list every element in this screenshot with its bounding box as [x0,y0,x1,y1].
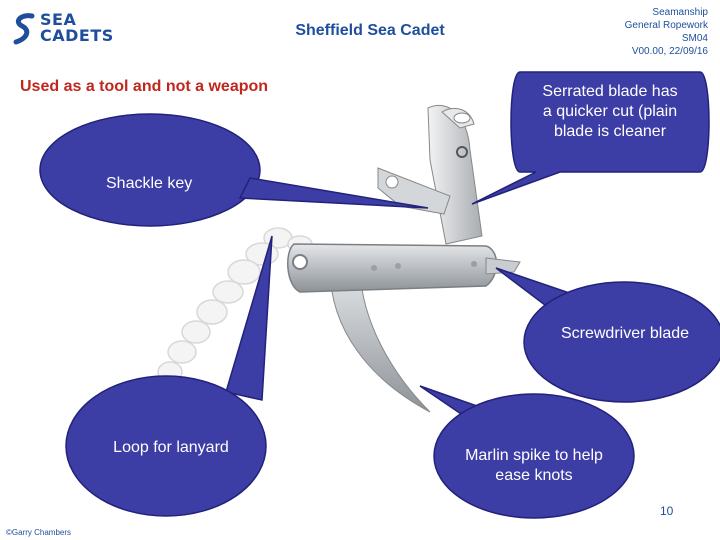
callout-loop-text: Loop for lanyard [113,439,229,456]
meta-line: General Ropework [624,20,708,31]
copyright: ©Garry Chambers [6,528,72,537]
screwdriver-blade [485,257,521,275]
page-title: Sheffield Sea Cadet [295,22,445,39]
meta-line: Seamanship [652,7,708,18]
callout-marlin-spike [419,385,635,519]
document-meta: Seamanship General Ropework SM04 V00.00,… [508,6,708,58]
subtitle: Used as a tool and not a weapon [20,78,269,95]
logo-text: SEA CADETS [40,10,114,45]
marlin-spike [329,267,431,413]
callout-screwdriver-text: Screwdriver blade [560,325,690,342]
callout-serrated-text: Serrated blade has a quicker cut (plain … [542,83,678,140]
meta-line: SM04 [681,33,708,44]
logo-wave-icon [13,13,35,45]
callout-screwdriver [495,267,720,403]
lanyard-loop [292,254,308,270]
callout-shackle-key [39,113,429,227]
serrated-blade [427,104,483,245]
knife-handle [287,243,498,293]
callout-loop-for-lanyard [65,235,273,517]
callout-shackle-text: Shackle key [106,175,193,192]
callout-serrated-blade [471,71,710,205]
meta-line: V00.00, 22/09/16 [631,46,708,57]
page-number: 10 [660,504,674,518]
callout-marlin-text: Marlin spike to help ease knots [465,447,603,484]
sea-cadets-logo: SEA CADETS [10,10,120,48]
